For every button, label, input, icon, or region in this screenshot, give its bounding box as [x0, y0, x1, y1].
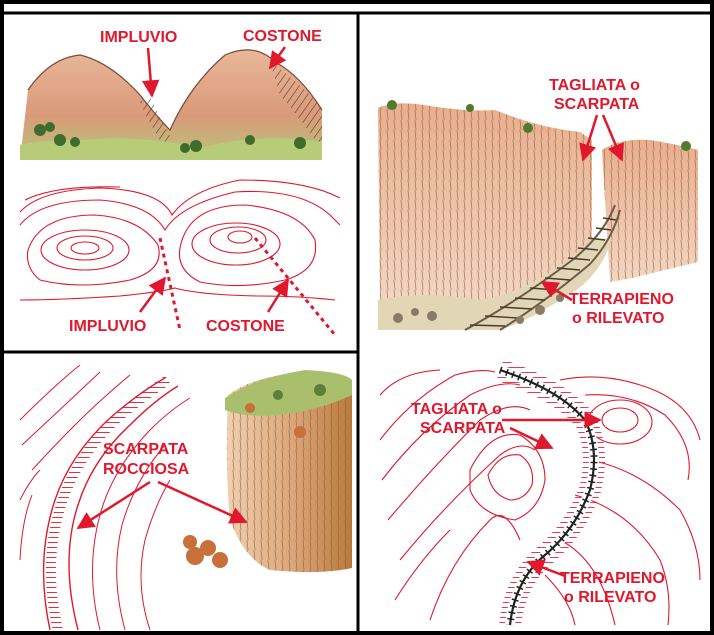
impluvio-label-top: IMPLUVIO [100, 29, 177, 46]
tagliata-label-map-line2: SCARPATA [420, 420, 506, 437]
contour-map-impluvio-costone [20, 180, 340, 335]
tagliata-label-top-line1: TAGLIATA o [549, 77, 640, 94]
tagliata-arrow-map-down [510, 428, 552, 448]
ridge-hill-illustration [20, 50, 322, 160]
costone-label-top: COSTONE [243, 28, 322, 45]
terrapieno-label-top-line2: o RILEVATO [572, 310, 664, 327]
panel-scarpata-rocciosa: SCARPATA ROCCIOSA [20, 365, 352, 630]
tagliata-label-map-line1: TAGLIATA o [411, 401, 502, 418]
rock-cliff-illustration [183, 370, 352, 572]
impluvio-arrow-map [140, 278, 165, 312]
panel-railway-cut-illustration: TAGLIATA o SCARPATA TERRAPIENO o RILEVAT… [378, 77, 698, 330]
scarpata-rocciosa-label-line1: SCARPATA [103, 441, 189, 458]
costone-label-map: COSTONE [206, 318, 285, 335]
panel-impluvio-costone: IMPLUVIO COSTONE IMPLUVIO COSTONE [20, 28, 340, 335]
terrapieno-label-top-line1: TERRAPIENO [569, 291, 674, 308]
scarpata-rocciosa-label-line2: ROCCIOSA [103, 461, 190, 478]
terrapieno-label-map-line1: TERRAPIENO [560, 570, 665, 587]
escarpment-contour-map [20, 365, 190, 630]
scarpata-arrow-map [78, 482, 150, 528]
impluvio-arrow-top [148, 48, 152, 96]
panel-railway-contour-map: TAGLIATA o SCARPATA TERRAPIENO o RILEVAT… [380, 370, 700, 625]
impluvio-label-map: IMPLUVIO [69, 318, 146, 335]
terrapieno-label-map-line2: o RILEVATO [564, 589, 656, 606]
tagliata-label-top-line2: SCARPATA [554, 96, 640, 113]
